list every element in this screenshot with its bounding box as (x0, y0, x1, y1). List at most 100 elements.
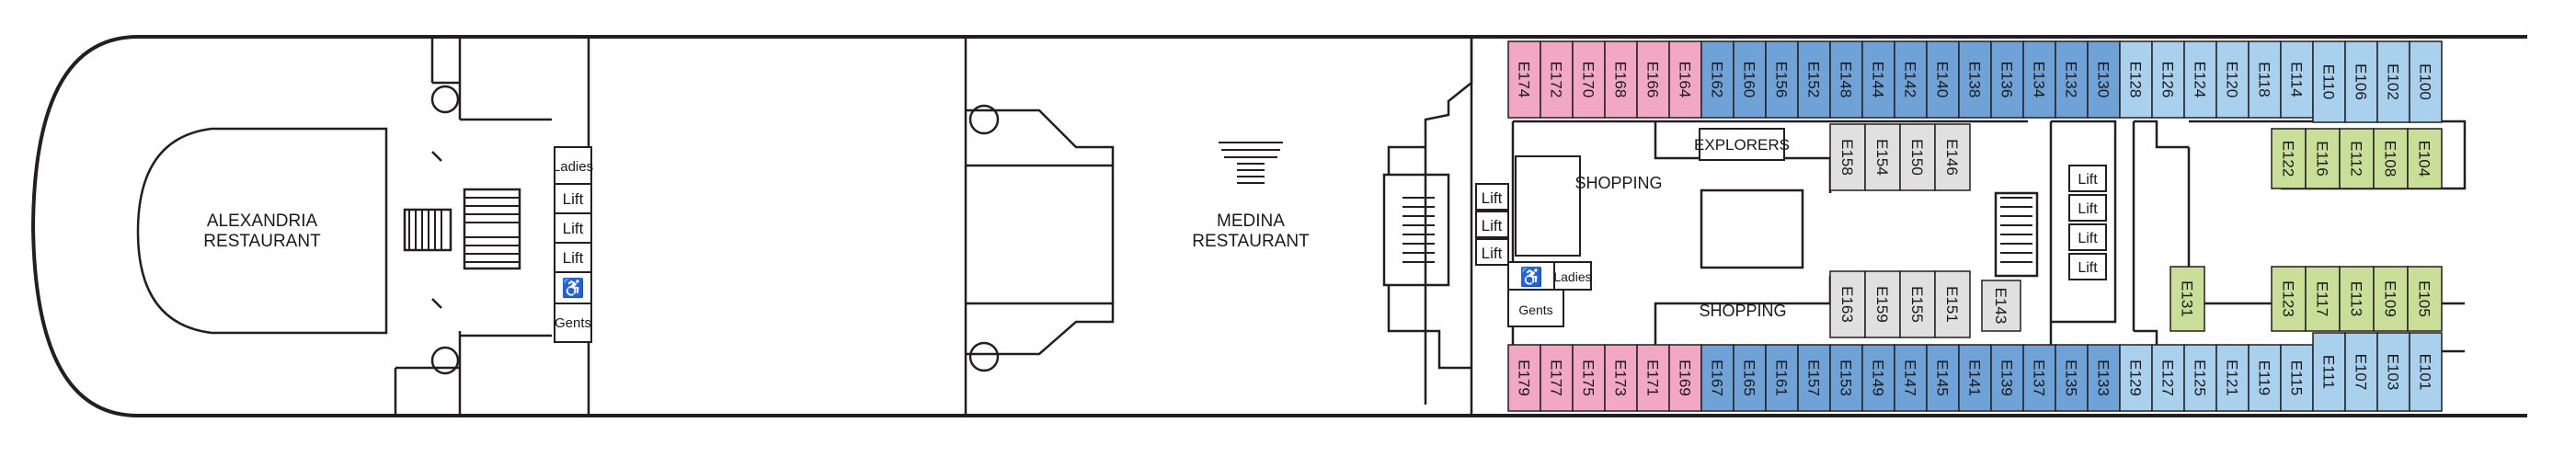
cabin-number: E135 (2063, 360, 2080, 396)
cabin-number: E118 (2256, 62, 2273, 97)
cabin-number: E171 (1644, 360, 1662, 396)
cabin-e139[interactable]: E139 (1990, 344, 2024, 412)
cabin-e136[interactable]: E136 (1990, 40, 2024, 119)
cabin-e150[interactable]: E150 (1899, 123, 1936, 191)
cabin-e169[interactable]: E169 (1668, 344, 1702, 412)
cabin-e163[interactable]: E163 (1829, 270, 1866, 338)
cabin-box (1829, 123, 1866, 191)
cabin-number: E125 (2192, 360, 2209, 396)
cabin-e128[interactable]: E128 (2119, 40, 2153, 119)
cabin-e160[interactable]: E160 (1733, 40, 1767, 119)
cabin-e159[interactable]: E159 (1864, 270, 1901, 338)
lift-label: Lift (2078, 260, 2098, 276)
cabin-e140[interactable]: E140 (1926, 40, 1960, 119)
cabin-e154[interactable]: E154 (1864, 123, 1901, 191)
cabin-box (2280, 344, 2314, 412)
cabin-e118[interactable]: E118 (2248, 40, 2282, 119)
cabin-e174[interactable]: E174 (1507, 40, 1541, 119)
cabin-e132[interactable]: E132 (2055, 40, 2089, 119)
cabin-e101[interactable]: E101 (2409, 332, 2443, 412)
cabin-number: E163 (1838, 286, 1856, 323)
cabin-e145[interactable]: E145 (1926, 344, 1960, 412)
cabin-e158[interactable]: E158 (1829, 123, 1866, 191)
cabin-e125[interactable]: E125 (2183, 344, 2217, 412)
cabin-e149[interactable]: E149 (1861, 344, 1895, 412)
cabin-number: E115 (2288, 360, 2306, 395)
cabin-e167[interactable]: E167 (1700, 344, 1735, 412)
cabin-e135[interactable]: E135 (2055, 344, 2089, 412)
cabin-e151[interactable]: E151 (1934, 270, 1971, 338)
cabin-e177[interactable]: E177 (1540, 344, 1574, 412)
cabin-number: E157 (1805, 360, 1823, 396)
cabin-e171[interactable]: E171 (1636, 344, 1670, 412)
cabin-number: E149 (1870, 360, 1887, 396)
cabin-box (2312, 40, 2346, 123)
cabin-e179[interactable]: E179 (1507, 344, 1541, 412)
cabin-e148[interactable]: E148 (1829, 40, 1863, 119)
cabin-e156[interactable]: E156 (1765, 40, 1799, 119)
cabin-e107[interactable]: E107 (2344, 332, 2378, 412)
cabin-e105[interactable]: E105 (2407, 266, 2443, 332)
cabin-e120[interactable]: E120 (2215, 40, 2250, 119)
cabin-e131[interactable]: E131 (2170, 266, 2205, 332)
cabin-e153[interactable]: E153 (1829, 344, 1863, 412)
cabin-e119[interactable]: E119 (2248, 344, 2282, 412)
cabin-e165[interactable]: E165 (1733, 344, 1767, 412)
cabin-e110[interactable]: E110 (2312, 40, 2346, 123)
cabin-e172[interactable]: E172 (1540, 40, 1574, 119)
cabin-e157[interactable]: E157 (1797, 344, 1831, 412)
cabin-e134[interactable]: E134 (2022, 40, 2056, 119)
cabin-e175[interactable]: E175 (1572, 344, 1606, 412)
cabin-e142[interactable]: E142 (1894, 40, 1928, 119)
cabin-e106[interactable]: E106 (2344, 40, 2378, 123)
cabin-box (1899, 123, 1936, 191)
cabin-e143[interactable]: E143 (1981, 280, 2021, 332)
cabin-e138[interactable]: E138 (1958, 40, 1992, 119)
cabin-e121[interactable]: E121 (2215, 344, 2250, 412)
alexandria-label-line2: RESTAURANT (203, 232, 321, 251)
cabin-e155[interactable]: E155 (1899, 270, 1936, 338)
cabin-box (2215, 40, 2250, 119)
cabin-e126[interactable]: E126 (2151, 40, 2185, 119)
cabin-e152[interactable]: E152 (1797, 40, 1831, 119)
cabin-e130[interactable]: E130 (2087, 40, 2121, 119)
cabin-e166[interactable]: E166 (1636, 40, 1670, 119)
cabin-e104[interactable]: E104 (2407, 128, 2443, 189)
cabin-e133[interactable]: E133 (2087, 344, 2121, 412)
cabin-e114[interactable]: E114 (2280, 40, 2314, 119)
cabin-e161[interactable]: E161 (1765, 344, 1799, 412)
cabin-number: E145 (1934, 360, 1952, 396)
cabin-e127[interactable]: E127 (2151, 344, 2185, 412)
cabin-e144[interactable]: E144 (1861, 40, 1895, 119)
cabin-e109[interactable]: E109 (2373, 266, 2409, 332)
cabin-e103[interactable]: E103 (2376, 332, 2410, 412)
cabin-e164[interactable]: E164 (1668, 40, 1702, 119)
cabin-box (1733, 344, 1767, 412)
cabin-e141[interactable]: E141 (1958, 344, 1992, 412)
cabin-e124[interactable]: E124 (2183, 40, 2217, 119)
cabin-e162[interactable]: E162 (1700, 40, 1735, 119)
cabin-box (2373, 266, 2409, 332)
cabin-e111[interactable]: E111 (2312, 332, 2346, 412)
cabin-e137[interactable]: E137 (2022, 344, 2056, 412)
cabin-e108[interactable]: E108 (2373, 128, 2409, 189)
cabin-e113[interactable]: E113 (2339, 266, 2375, 332)
cabin-e146[interactable]: E146 (1934, 123, 1971, 191)
cabin-e102[interactable]: E102 (2376, 40, 2410, 123)
cabin-number: E111 (2320, 355, 2338, 389)
cabin-e116[interactable]: E116 (2305, 128, 2341, 189)
cabin-e122[interactable]: E122 (2271, 128, 2307, 189)
cabin-e129[interactable]: E129 (2119, 344, 2153, 412)
cabin-e168[interactable]: E168 (1604, 40, 1638, 119)
cabin-e115[interactable]: E115 (2280, 344, 2314, 412)
cabin-e173[interactable]: E173 (1604, 344, 1638, 412)
lift-label: Lift (2078, 201, 2098, 217)
cabin-e170[interactable]: E170 (1572, 40, 1606, 119)
cabin-e147[interactable]: E147 (1894, 344, 1928, 412)
cabin-number: E175 (1580, 360, 1597, 396)
cabin-e117[interactable]: E117 (2305, 266, 2341, 332)
cabin-number: E155 (1908, 286, 1926, 323)
cabin-e112[interactable]: E112 (2339, 128, 2375, 189)
cabin-e123[interactable]: E123 (2271, 266, 2307, 332)
cabin-e100[interactable]: E100 (2409, 40, 2443, 123)
